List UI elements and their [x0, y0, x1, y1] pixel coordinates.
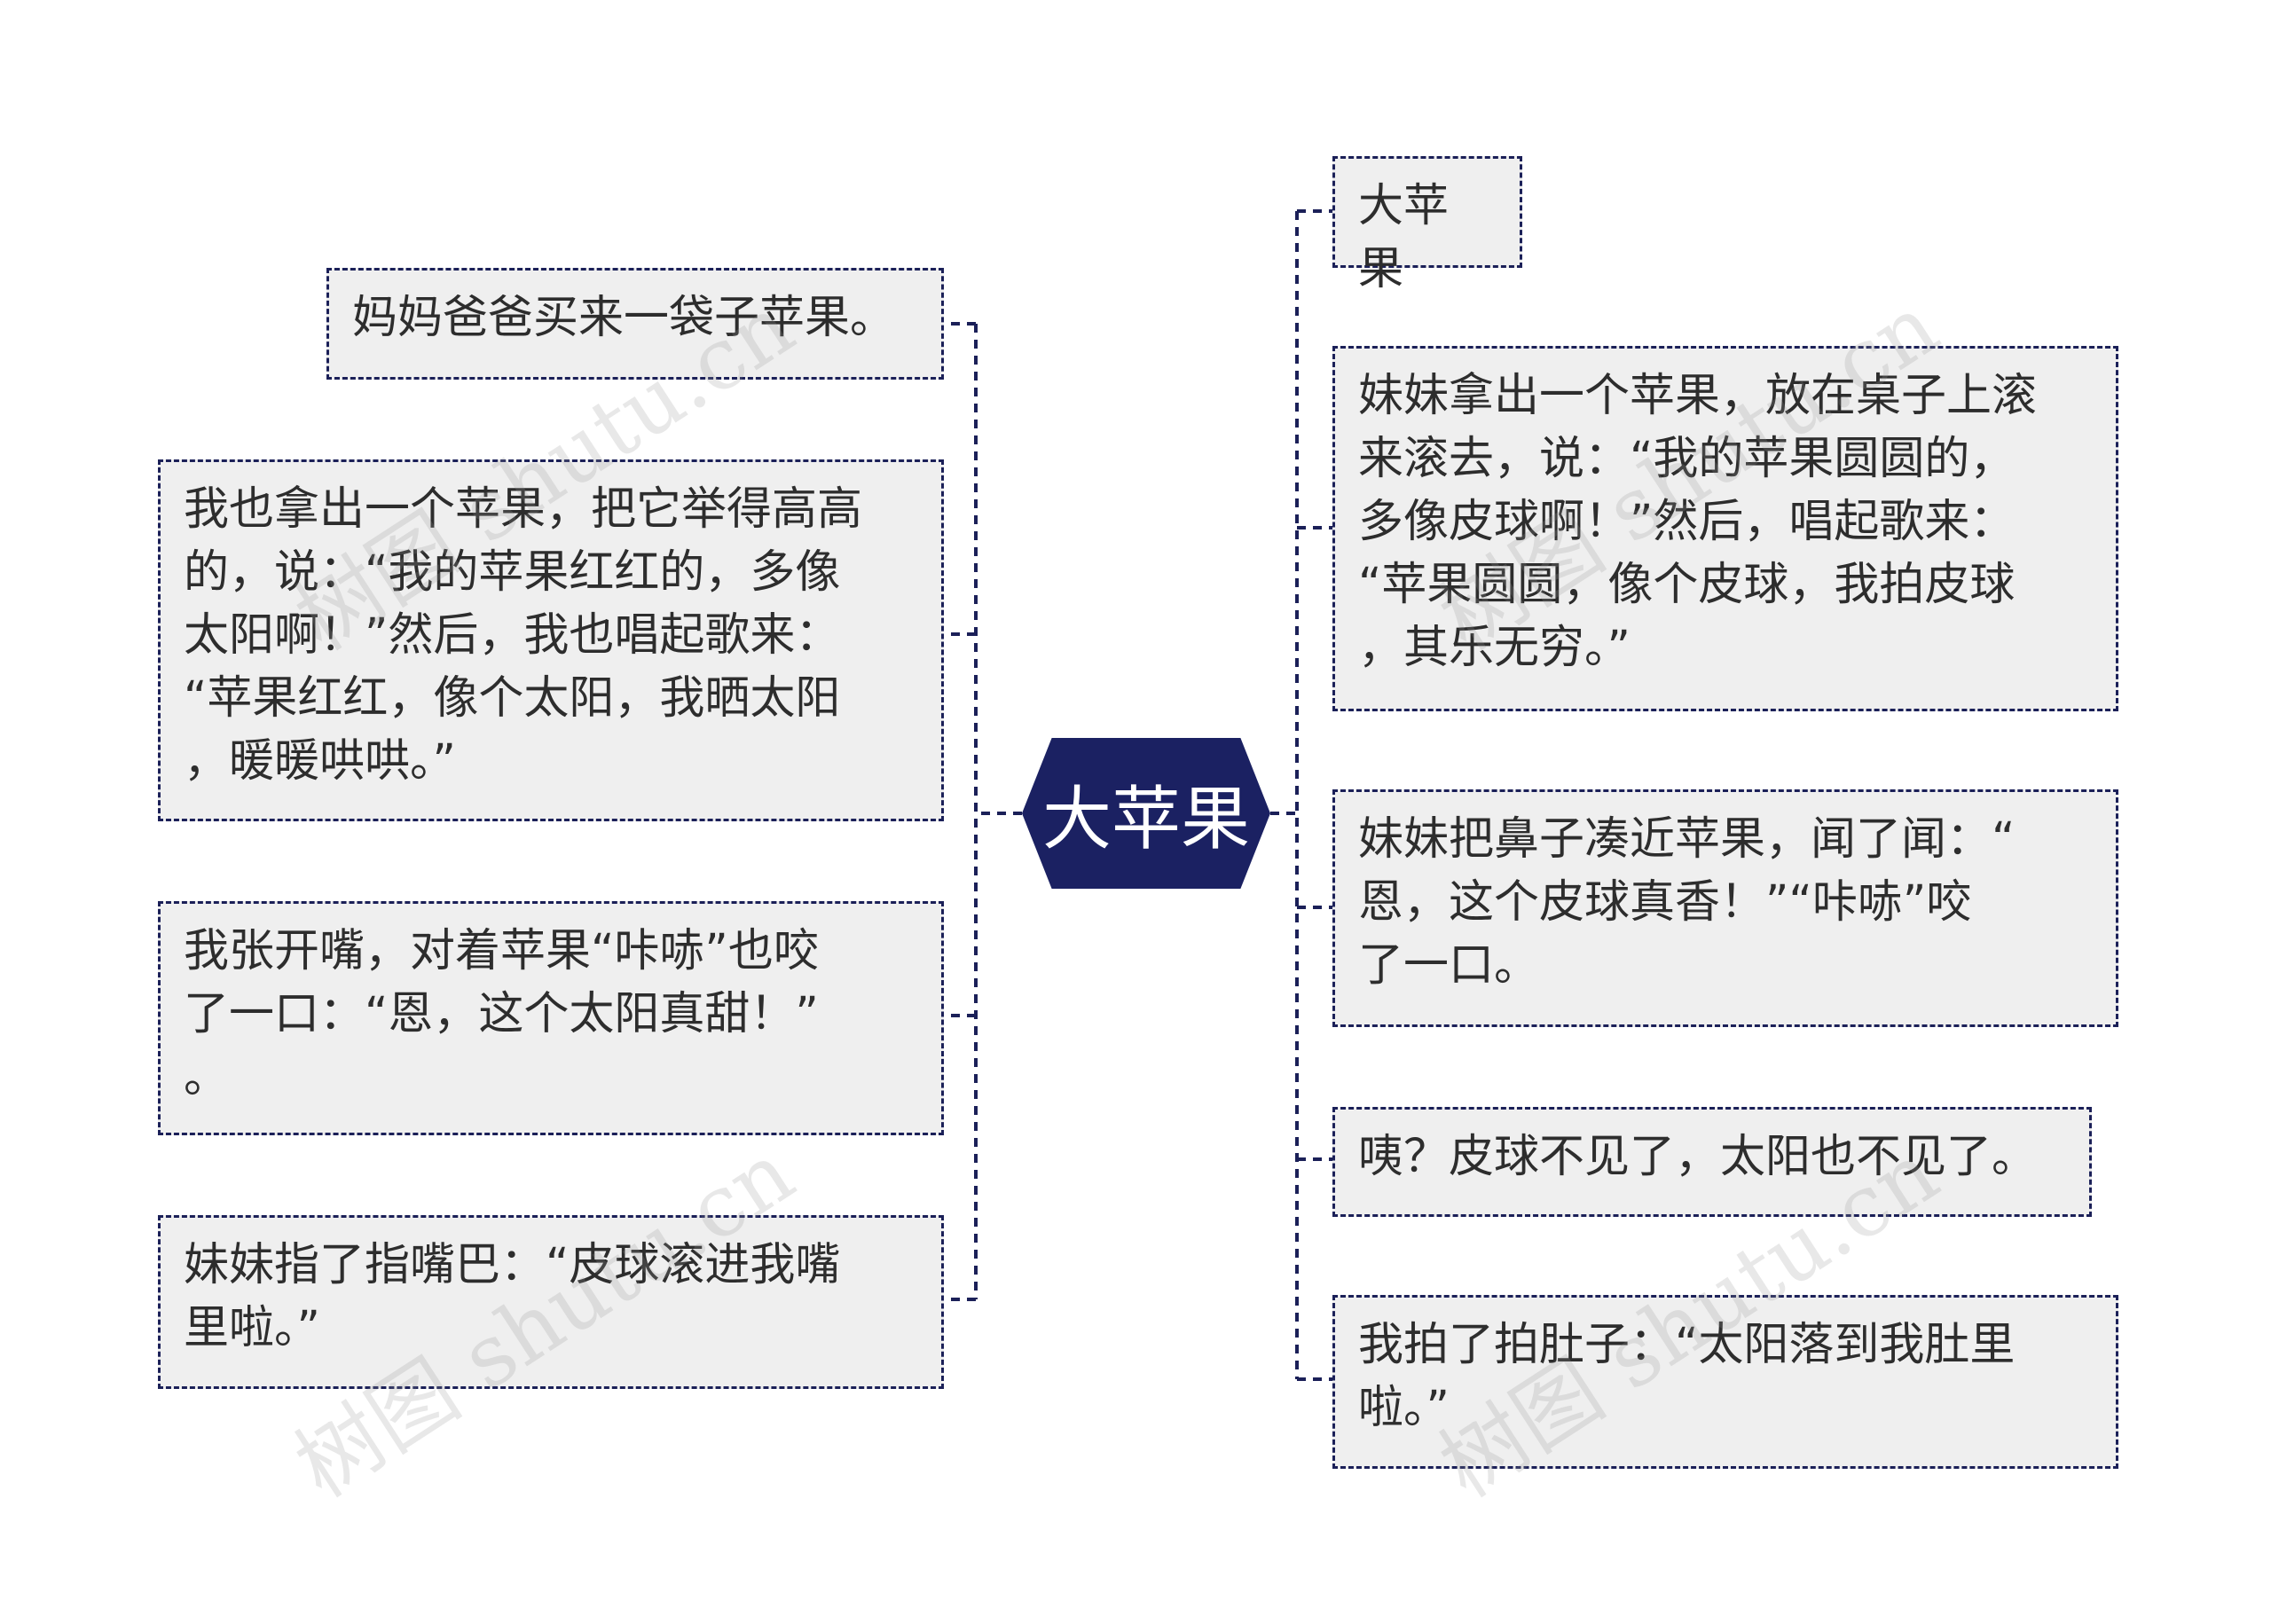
right-node-4[interactable]: 咦？皮球不见了，太阳也不见了。 [1332, 1107, 2092, 1217]
right-node-3[interactable]: 妹妹把鼻子凑近苹果，闻了闻：“ 恩，这个皮球真香！”“咔哧”咬 了一口。 [1332, 789, 2118, 1027]
left-node-3[interactable]: 我张开嘴，对着苹果“咔哧”也咬 了一口：“恩，这个太阳真甜！” 。 [158, 901, 944, 1135]
right-node-2[interactable]: 妹妹拿出一个苹果，放在桌子上滚 来滚去，说：“我的苹果圆圆的， 多像皮球啊！”然… [1332, 346, 2118, 711]
right-node-5[interactable]: 我拍了拍肚子：“太阳落到我肚里 啦。” [1332, 1295, 2118, 1469]
left-node-2[interactable]: 我也拿出一个苹果，把它举得高高 的，说：“我的苹果红红的，多像 太阳啊！”然后，… [158, 459, 944, 821]
left-node-4[interactable]: 妹妹指了指嘴巴：“皮球滚进我嘴 里啦。” [158, 1215, 944, 1389]
right-node-1[interactable]: 大苹果 [1332, 156, 1522, 295]
left-node-1[interactable]: 妈妈爸爸买来一袋子苹果。 [326, 268, 944, 380]
center-topic[interactable]: 大苹果 [1022, 738, 1270, 889]
